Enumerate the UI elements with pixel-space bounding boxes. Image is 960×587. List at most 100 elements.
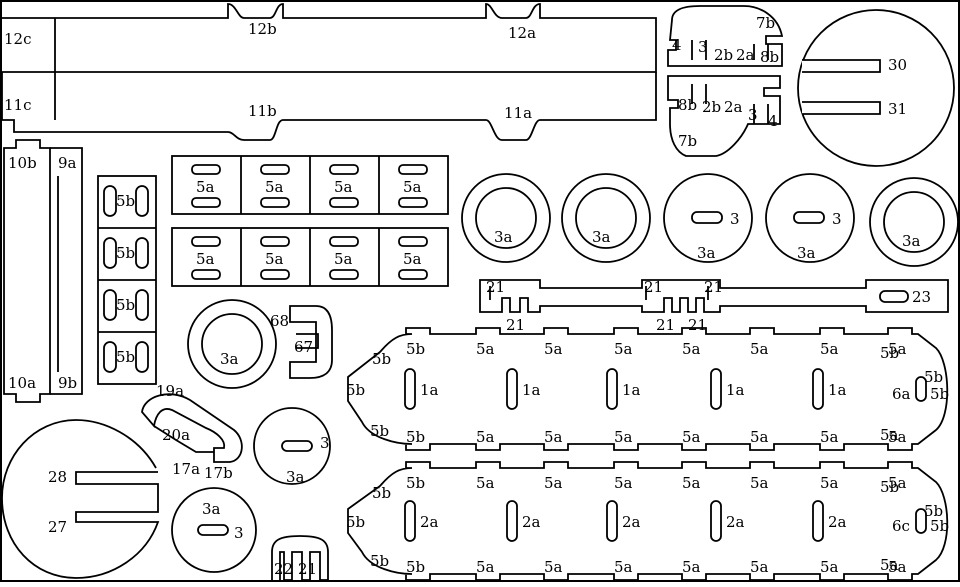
label-u2b: 2b: [714, 46, 733, 64]
label-l2a: 2a: [724, 98, 743, 116]
label-21-comb: 21: [298, 560, 317, 578]
label-31: 31: [888, 100, 907, 118]
chain-label: 6a: [892, 385, 911, 403]
tile-slot: [329, 269, 359, 280]
chain-label: 5a: [682, 340, 701, 358]
label-10a: 10a: [8, 374, 36, 392]
disc-3a-center: [253, 407, 331, 485]
label-5a-tile-5: 5a: [196, 250, 215, 268]
label-9a: 9a: [58, 154, 77, 172]
chain-slot: [506, 500, 518, 542]
chain-label: 5a: [750, 340, 769, 358]
chain-label: 5a: [544, 558, 563, 576]
chain-end-slot: [915, 376, 927, 402]
chain-label: 5a: [614, 474, 633, 492]
chain-label: 5a: [682, 474, 701, 492]
label-3a-disc-center: 3a: [286, 468, 305, 486]
label-27: 27: [48, 518, 67, 536]
chain-label: 5a: [682, 428, 701, 446]
tiles-5a-grid: [171, 155, 449, 287]
chain-label: 5a: [476, 428, 495, 446]
label-3a-disc-4: 3a: [797, 244, 816, 262]
chain-label: 5a: [476, 474, 495, 492]
chain-label: 5a: [750, 428, 769, 446]
label-28: 28: [48, 468, 67, 486]
label-3a-disc-1: 3a: [494, 228, 513, 246]
tile-slot: [191, 164, 221, 175]
tile-slot: [398, 236, 428, 247]
chain-slot: [606, 500, 618, 542]
label-strip-21-b: 21: [506, 316, 525, 334]
label-12a: 12a: [508, 24, 536, 42]
label-68: 68: [270, 312, 289, 330]
chain-label: 5a: [682, 558, 701, 576]
disc-3a-middle: [187, 299, 277, 389]
chain-label: 5b: [880, 478, 899, 496]
label-strip-21-e: 21: [688, 316, 707, 334]
label-5a-tile-4: 5a: [403, 178, 422, 196]
label-10b: 10b: [8, 154, 37, 172]
tile-slot: [398, 164, 428, 175]
chain-label: 5b: [406, 558, 425, 576]
tile-slot: [260, 197, 290, 208]
label-u4: 4: [672, 36, 682, 54]
tile-slot: [260, 236, 290, 247]
label-l8b: 8b: [678, 96, 697, 114]
chain-slot: [812, 500, 824, 542]
label-5b-tile-4: 5b: [116, 348, 135, 366]
chain-slot: [606, 368, 618, 410]
label-5a-tile-2: 5a: [265, 178, 284, 196]
chain-slot: [812, 368, 824, 410]
label-strip-21-d: 21: [656, 316, 675, 334]
chain-label: 5a: [544, 340, 563, 358]
tile-slot: [260, 269, 290, 280]
label-3a-disc-5: 3a: [902, 232, 921, 250]
hook-17-19-20: [141, 393, 243, 463]
label-5a-tile-1: 5a: [196, 178, 215, 196]
label-5a-tile-6: 5a: [265, 250, 284, 268]
tile-slot: [329, 236, 359, 247]
chain-label: 5a: [750, 558, 769, 576]
rail-10-9: [3, 139, 83, 403]
label-u2a: 2a: [736, 46, 755, 64]
chain-label: 5a: [880, 556, 899, 574]
disc-27-28: [1, 419, 160, 579]
label-3a-disc-3: 3a: [697, 244, 716, 262]
chain-slot: [506, 368, 518, 410]
comb-21-22: [271, 535, 329, 581]
chain-label: 5b: [370, 552, 389, 570]
label-30: 30: [888, 56, 907, 74]
chain-label: 5b: [370, 422, 389, 440]
chain-label: 5a: [544, 428, 563, 446]
rail-12: [2, 3, 657, 73]
label-strip-21-c: 21: [644, 278, 663, 296]
chain-label: 5b: [372, 484, 391, 502]
chain-slot-label: 1a: [522, 381, 541, 399]
label-11a: 11a: [504, 104, 532, 122]
chain-label: 5b: [346, 381, 365, 399]
tiles-5b-column: [97, 175, 157, 385]
label-17b: 17b: [204, 464, 233, 482]
chain-label: 5a: [888, 474, 907, 492]
chain-slot-label: 2a: [622, 513, 641, 531]
chain-slot-label: 2a: [726, 513, 745, 531]
chain-slot: [404, 500, 416, 542]
label-19a: 19a: [156, 382, 184, 400]
label-strip-21-f: 21: [704, 278, 723, 296]
label-3a-disc-bottom: 3a: [202, 500, 221, 518]
chain-label: 5a: [880, 426, 899, 444]
chain-slot: [404, 368, 416, 410]
label-3-disc-bottom: 3: [234, 524, 244, 542]
chain-label: 5b: [930, 385, 949, 403]
chain-label: 5a: [820, 474, 839, 492]
chain-outline: [347, 461, 949, 581]
label-l4: 4: [768, 112, 778, 130]
label-5b-tile-3: 5b: [116, 296, 135, 314]
chain-label: 5a: [614, 340, 633, 358]
chain-slot-label: 1a: [420, 381, 439, 399]
label-12c: 12c: [4, 30, 32, 48]
chain-slot-label: 2a: [522, 513, 541, 531]
chain-slot-label: 1a: [726, 381, 745, 399]
